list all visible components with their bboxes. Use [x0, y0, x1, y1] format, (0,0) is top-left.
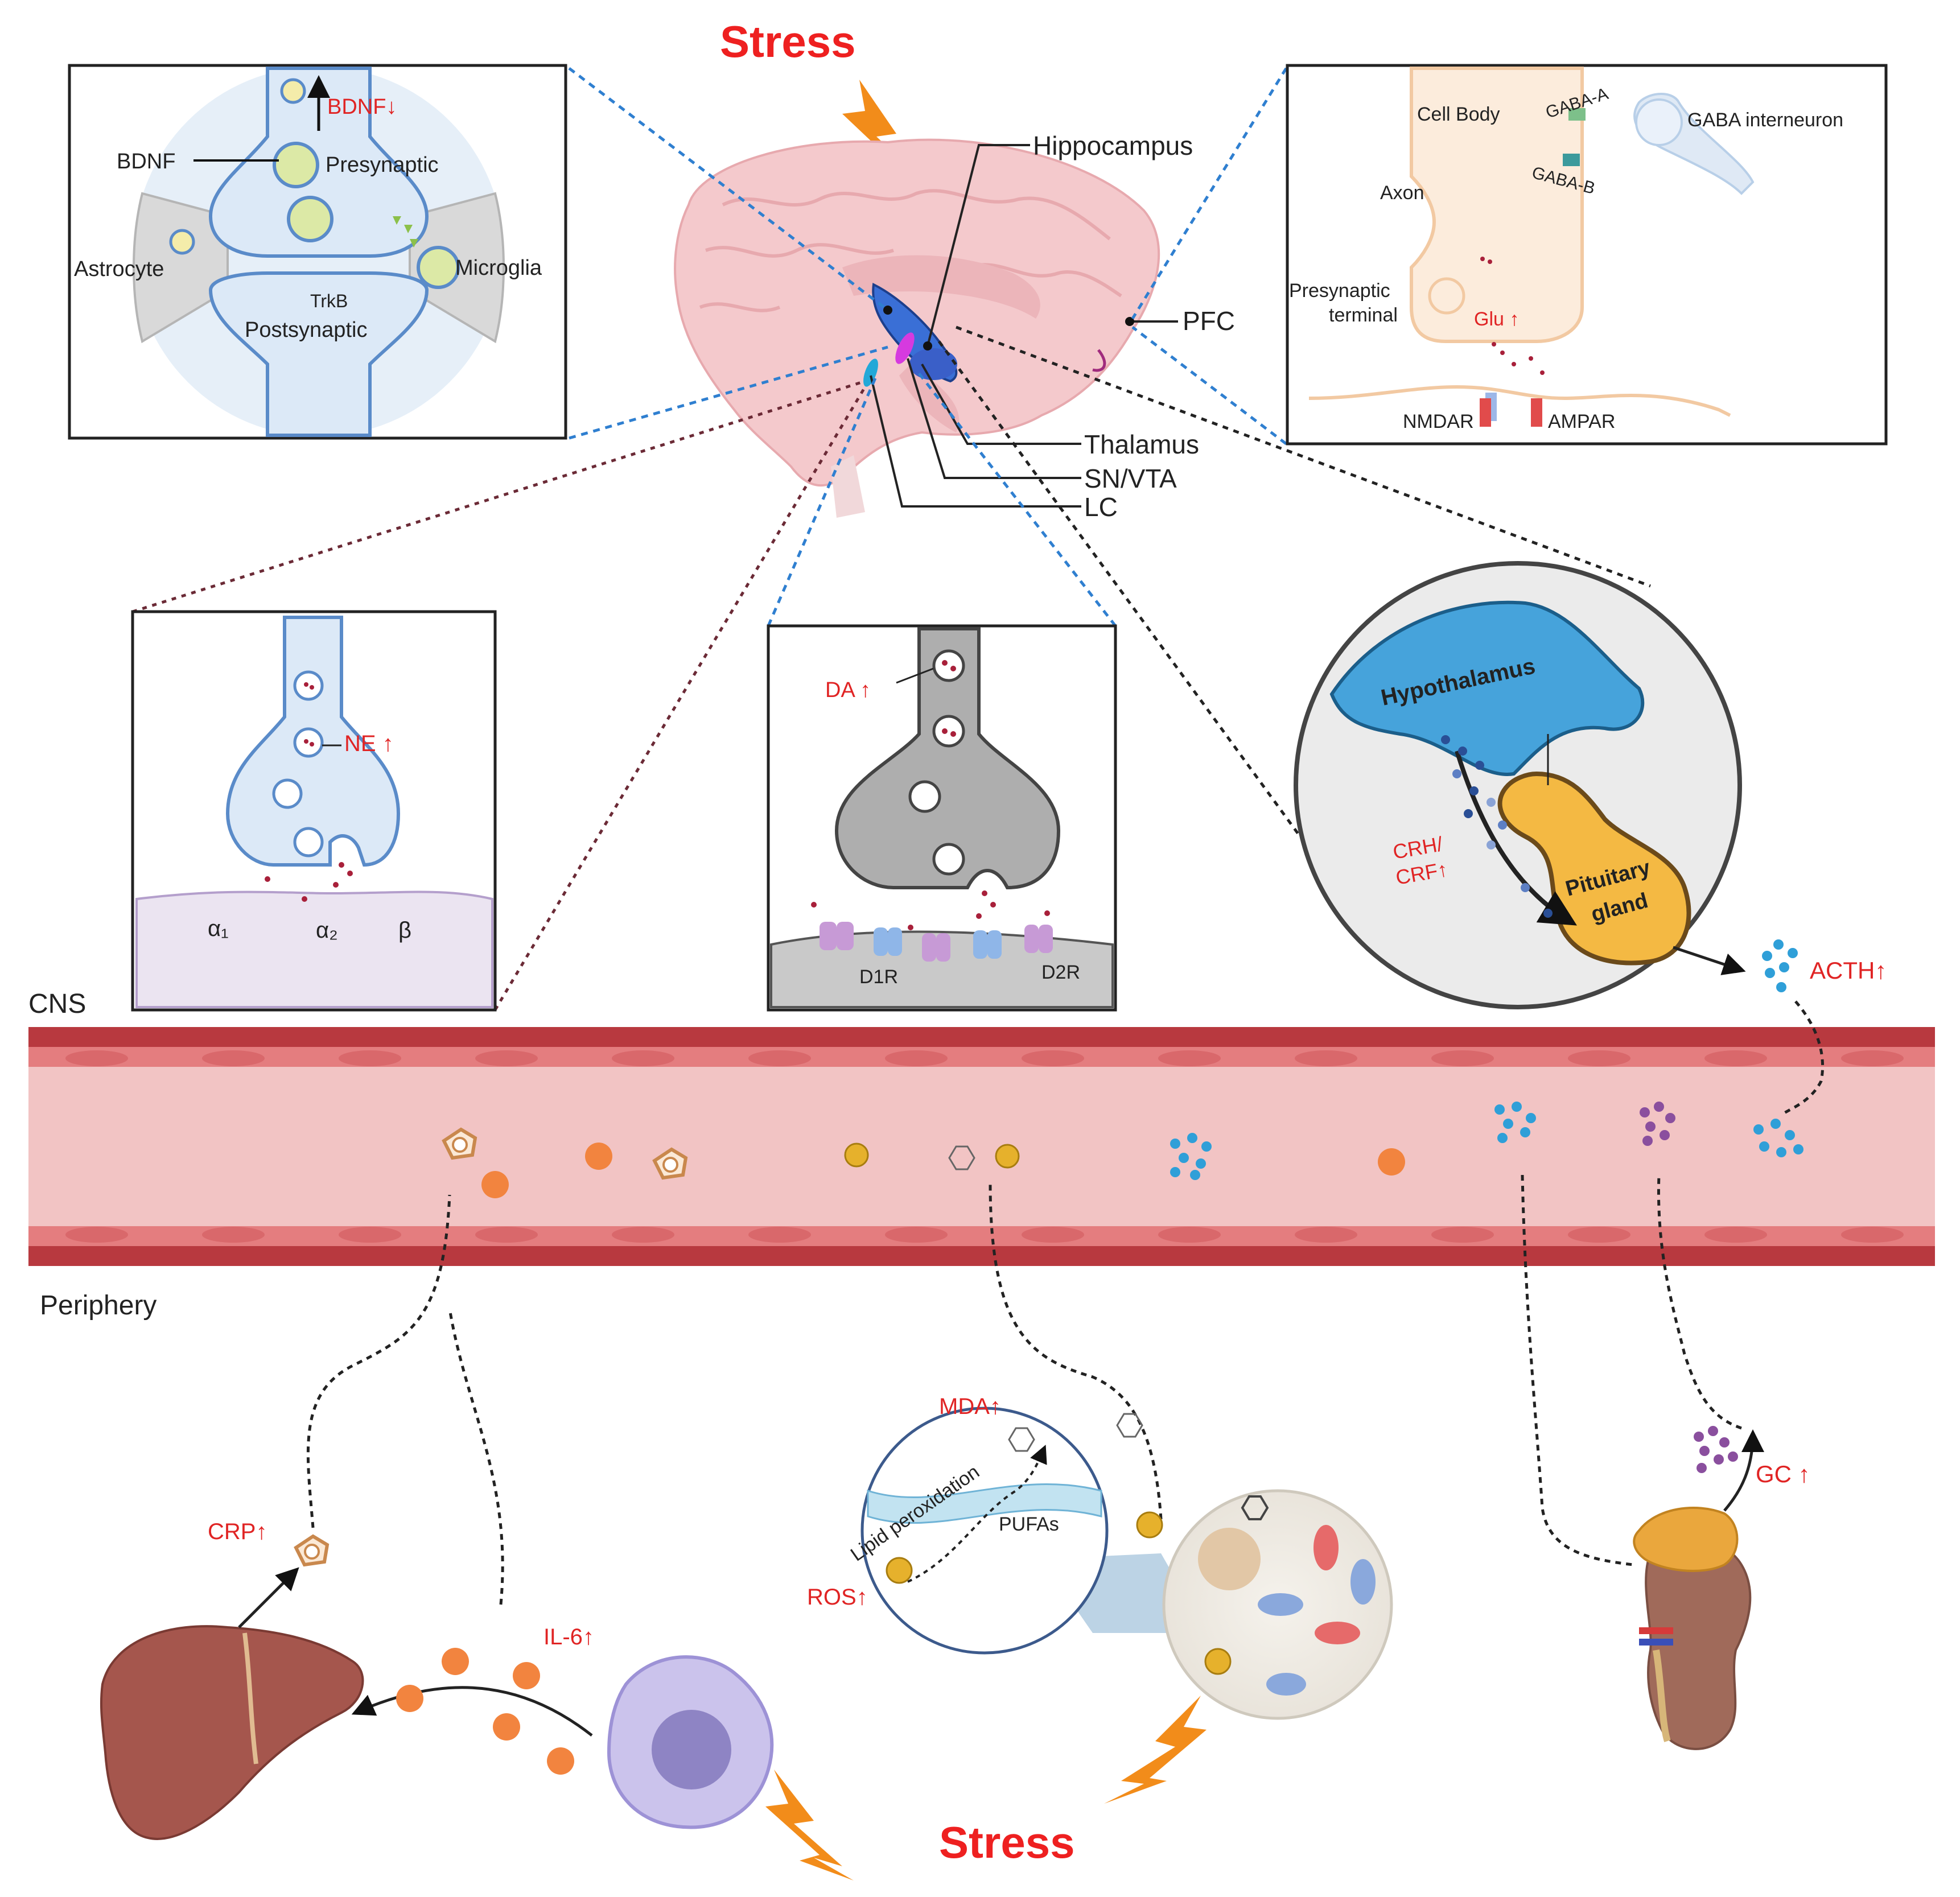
il6-label: IL-6↑ [543, 1624, 594, 1649]
microglia-label: Microglia [455, 256, 542, 280]
sn-vta-label: SN/VTA [1084, 464, 1177, 493]
stressed-cell [1136, 1489, 1393, 1720]
alpha2-label: α₂ [316, 918, 338, 943]
kidney-adrenal-illustration [1633, 1507, 1752, 1750]
hpa-panel [1294, 561, 1742, 1009]
ne-panel [131, 610, 497, 1012]
periphery-label: Periphery [40, 1290, 157, 1321]
ampar-label: AMPAR [1548, 411, 1615, 432]
blood-vessel [28, 1027, 1935, 1266]
gc-arrow [1723, 1429, 1764, 1512]
gc-particles [1694, 1426, 1738, 1473]
pufas-label: PUFAs [999, 1514, 1059, 1535]
da-label: DA ↑ [825, 678, 871, 702]
il6-particles [396, 1648, 574, 1775]
lightning-bolt-bottom-right-icon [1104, 1696, 1207, 1804]
lc-label: LC [1084, 492, 1118, 522]
axon-label: Axon [1380, 182, 1424, 204]
stress-label-top: Stress [720, 17, 856, 67]
brain-illustration [674, 138, 1160, 518]
ne-label: NE ↑ [344, 731, 394, 756]
il6-arrow [351, 1686, 593, 1737]
presynaptic-terminal-label-2: terminal [1329, 304, 1398, 326]
pfc-label: PFC [1183, 306, 1235, 336]
presynaptic-label: Presynaptic [326, 153, 439, 177]
lipid-peroxidation-bubble [860, 1407, 1207, 1655]
lightning-bolt-bottom-left-icon [765, 1770, 854, 1880]
stress-label-bottom: Stress [939, 1817, 1075, 1867]
bdnf-label: BDNF [117, 150, 175, 174]
thalamus-label: Thalamus [1084, 430, 1199, 459]
alpha1-label: α₁ [208, 916, 229, 941]
cell-body-label: Cell Body [1417, 104, 1500, 125]
d2r-label: D2R [1041, 962, 1080, 983]
astrocyte-label: Astrocyte [74, 257, 164, 281]
acth-particles [1762, 939, 1798, 992]
gaba-interneuron-label: GABA interneuron [1687, 109, 1843, 131]
postsynaptic-label: Postsynaptic [245, 318, 367, 342]
nmdar-label: NMDAR [1403, 411, 1474, 432]
gc-label: GC ↑ [1756, 1461, 1810, 1487]
acth-label: ACTH↑ [1810, 957, 1887, 984]
macrophage-illustration [607, 1655, 774, 1829]
hippocampus-label: Hippocampus [1033, 131, 1193, 160]
presynaptic-terminal-label-1: Presynaptic [1289, 280, 1390, 302]
da-panel [767, 624, 1117, 1012]
zoom-connector-lines [132, 67, 1651, 1011]
ros-label: ROS↑ [807, 1585, 868, 1610]
mda-label: MDA↑ [939, 1394, 1001, 1419]
glutamate-panel [1286, 64, 1888, 446]
bdnf-change-label: BDNF↓ [327, 95, 397, 119]
glu-label: Glu ↑ [1474, 308, 1519, 330]
periphery-pathways [306, 1000, 1825, 1605]
trkb-label: TrkB [310, 291, 348, 311]
d1r-label: D1R [859, 966, 898, 988]
cns-label: CNS [28, 989, 86, 1019]
crp-label: CRP↑ [208, 1519, 267, 1544]
liver-illustration [100, 1625, 364, 1840]
brain-leader-lines [870, 144, 1178, 508]
bdnf-synapse-panel [68, 64, 567, 440]
beta-label: β [398, 918, 411, 943]
lightning-bolt-icon [842, 80, 933, 196]
